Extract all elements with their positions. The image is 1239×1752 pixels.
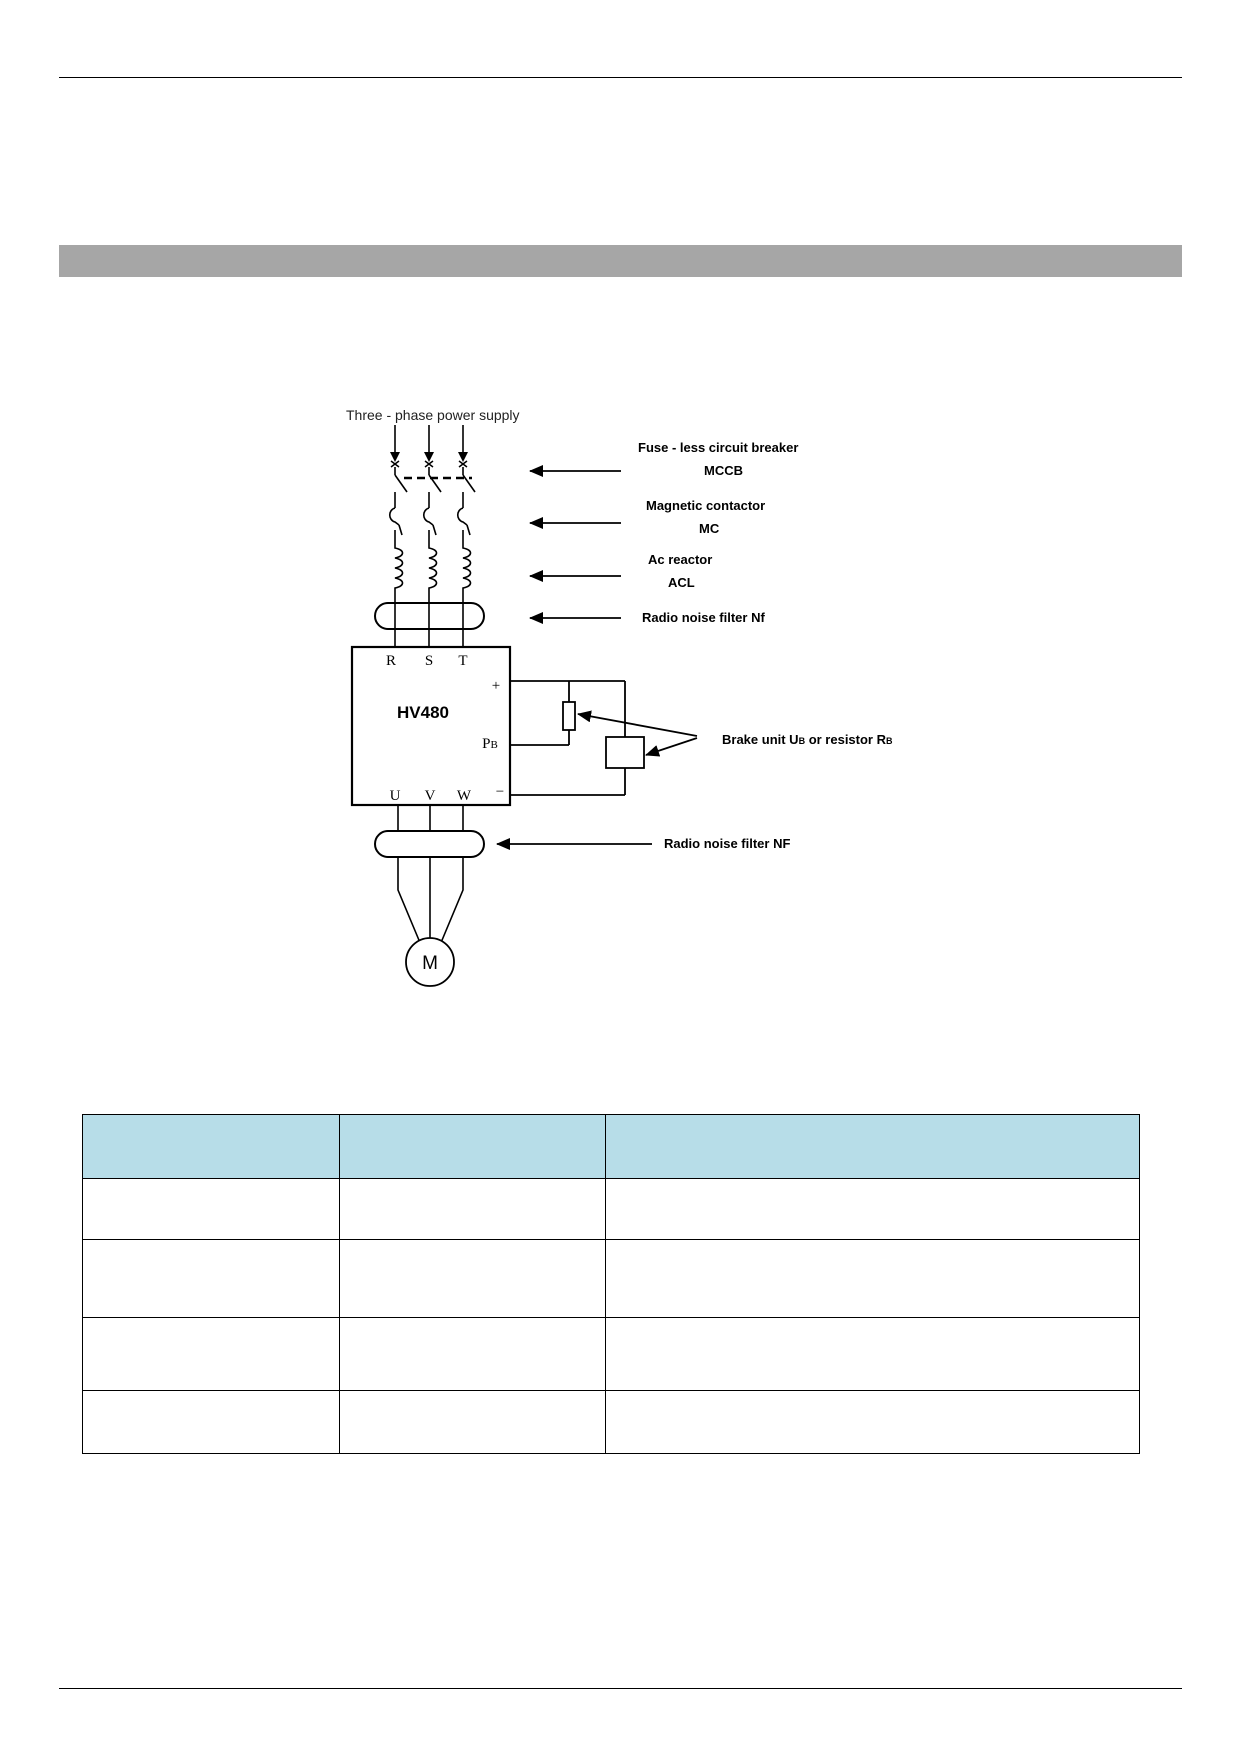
terminal-r: R: [386, 653, 396, 669]
output-wires: [397, 805, 464, 831]
brake-unit: [605, 736, 645, 769]
terminal-s: S: [425, 653, 433, 669]
table-cell: [605, 1317, 1140, 1391]
input-wires: [394, 603, 464, 648]
drive-model-label: HV480: [397, 703, 449, 722]
table-cell: [82, 1317, 340, 1391]
mc-contacts: [388, 507, 471, 540]
table-row: [82, 1178, 1140, 1240]
spec-table: [82, 1114, 1140, 1454]
supply-label: Three - phase power supply: [346, 407, 520, 423]
output-noise-filter: [374, 830, 485, 858]
header-rule: [59, 77, 1182, 78]
mc-label: Magnetic contactor: [646, 498, 765, 513]
terminal-u: U: [390, 788, 401, 804]
table-cell: [339, 1239, 606, 1318]
table-cell: [605, 1390, 1140, 1454]
footer-rule: [59, 1688, 1182, 1689]
wiring-diagram: Three - phase power supply: [346, 407, 893, 987]
acl-abbr: ACL: [668, 575, 695, 590]
terminal-v: V: [425, 788, 436, 804]
pb-terminal: PB: [482, 736, 498, 752]
breaker-x-marks: [390, 460, 468, 468]
input-filter-label: Radio noise filter Nf: [642, 610, 765, 625]
motor-wires: [397, 857, 464, 946]
mccb-abbr: MCCB: [704, 463, 743, 478]
motor-label: M: [422, 953, 438, 974]
dc-plus-terminal: +: [492, 678, 500, 694]
table-row: [82, 1390, 1140, 1454]
output-filter-label: Radio noise filter NF: [664, 836, 790, 851]
brake-circuit: [510, 680, 626, 796]
section-header-bar: [59, 245, 1182, 277]
table-cell: [82, 1178, 340, 1240]
table-header-cell: [339, 1114, 606, 1179]
table-cell: [605, 1178, 1140, 1240]
dc-minus-terminal: −: [496, 784, 504, 800]
mccb-switches: [394, 467, 476, 508]
acl-label: Ac reactor: [648, 552, 712, 567]
motor-symbol: [405, 937, 455, 987]
mccb-label: Fuse - less circuit breaker: [638, 440, 798, 455]
terminal-t: T: [458, 653, 467, 669]
supply-arrowheads: [390, 452, 468, 462]
table-row: [82, 1239, 1140, 1318]
table-header-row: [82, 1114, 1140, 1179]
table-header-cell: [605, 1114, 1140, 1179]
brake-resistor: [562, 701, 576, 731]
callout-arrows: [496, 465, 698, 850]
ac-reactor-coils: [394, 540, 472, 604]
table-cell: [339, 1390, 606, 1454]
table-cell: [339, 1317, 606, 1391]
table-cell: [339, 1178, 606, 1240]
brake-label: Brake unit UB or resistor RB: [722, 732, 893, 747]
table-cell: [82, 1239, 340, 1318]
table-cell: [82, 1390, 340, 1454]
table-cell: [605, 1239, 1140, 1318]
terminal-w: W: [457, 788, 472, 804]
table-header-cell: [82, 1114, 340, 1179]
mc-abbr: MC: [699, 521, 720, 536]
table-row: [82, 1317, 1140, 1391]
drive-box: [350, 645, 512, 807]
